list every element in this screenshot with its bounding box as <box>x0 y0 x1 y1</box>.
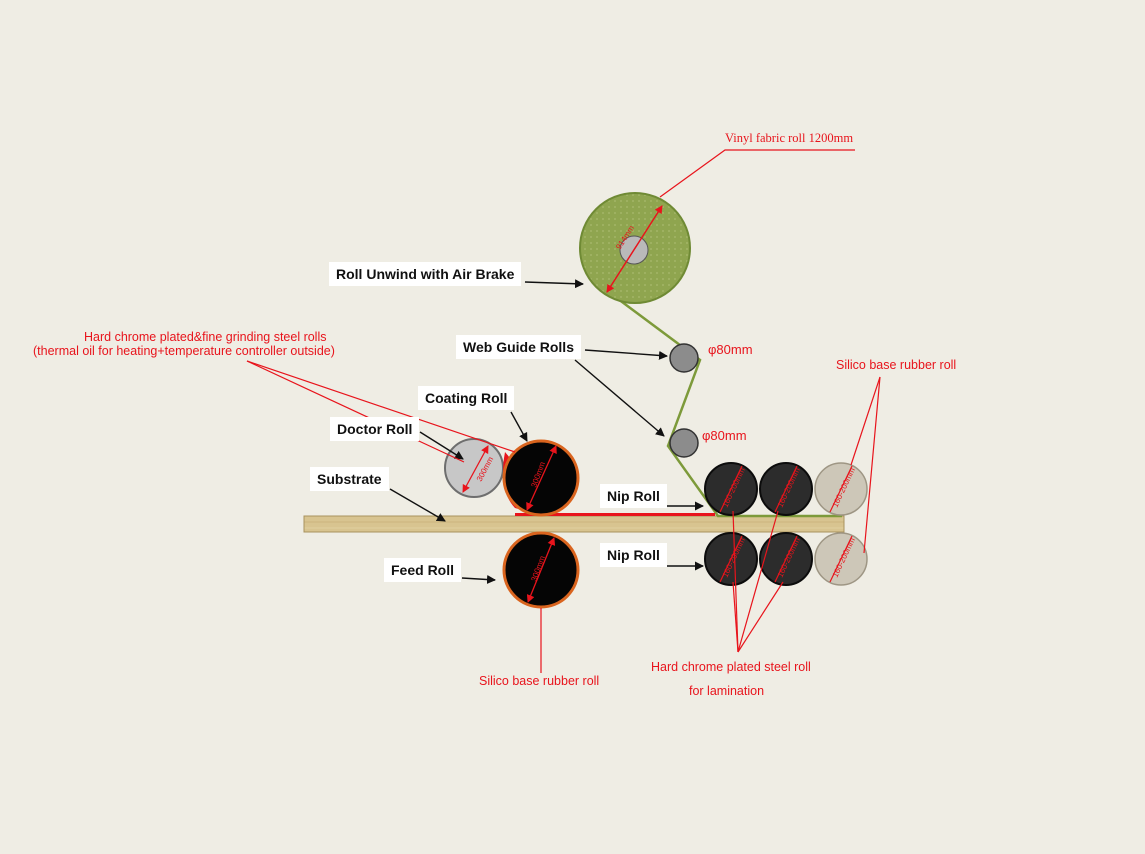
unwind-dimension-line <box>606 205 663 293</box>
callout-roll-unwind: Roll Unwind with Air Brake <box>329 262 522 286</box>
arrow-web-guide-upper <box>584 349 668 360</box>
coating-roll: 300mm <box>502 439 580 517</box>
arrow-feed-roll <box>461 575 496 585</box>
leader-silico-top-2 <box>863 376 881 554</box>
steel-roll-top-2: 160-200mm <box>759 462 813 516</box>
leader-steel-1 <box>732 510 739 653</box>
callout-coating-roll: Coating Roll <box>418 386 515 410</box>
steel-roll-top-1: 160-200mm <box>704 462 758 516</box>
note-hard-chrome-line1: Hard chrome plated&fine grinding steel r… <box>84 330 327 344</box>
arrow-roll-unwind <box>524 279 584 289</box>
note-vinyl-fabric-roll: Vinyl fabric roll 1200mm <box>725 131 854 145</box>
callout-feed-roll: Feed Roll <box>384 558 462 582</box>
steel-roll-bottom-1: 160-200mm <box>704 532 758 586</box>
guide-roll-lower-diameter: φ80mm <box>702 428 747 443</box>
note-steel-roll-line2: for lamination <box>689 684 765 698</box>
rubber-roll-bottom: 160-200mm <box>814 532 868 586</box>
callout-doctor-roll: Doctor Roll <box>330 417 420 441</box>
guide-roll-upper-diameter: φ80mm <box>708 342 753 357</box>
leader-steel-4 <box>737 581 784 653</box>
arrow-substrate <box>389 488 446 522</box>
feed-roll: 300mm <box>502 531 580 609</box>
doctor-roll: 300mm <box>444 438 504 498</box>
callout-substrate: Substrate <box>310 467 389 491</box>
leader-steel-2 <box>737 510 779 653</box>
callout-web-guide-rolls: Web Guide Rolls <box>456 335 581 359</box>
substrate-board <box>303 515 845 533</box>
note-steel-roll-line1: Hard chrome plated steel roll <box>651 660 811 674</box>
leader-vinyl-roll <box>659 149 855 198</box>
note-silico-rubber-top: Silico base rubber roll <box>836 358 957 372</box>
rubber-roll-top: 160-200mm <box>814 462 868 516</box>
leader-hard-chrome-doctor <box>246 360 465 463</box>
leader-steel-3 <box>732 581 739 653</box>
web-guide-roll-upper <box>669 343 699 373</box>
arrow-doctor-roll <box>419 431 464 460</box>
note-hard-chrome-line2: (thermal oil for heating+temperature con… <box>33 344 335 358</box>
leader-silico-top-1 <box>850 376 881 466</box>
callout-nip-roll-top: Nip Roll <box>600 484 667 508</box>
steel-roll-bottom-2: 160-200mm <box>759 532 813 586</box>
callout-nip-roll-bottom: Nip Roll <box>600 543 667 567</box>
note-silico-rubber-bottom: Silico base rubber roll <box>479 674 600 688</box>
web-guide-roll-lower <box>669 428 699 458</box>
unwind-roll: 914mm <box>579 192 691 304</box>
arrow-coating-roll <box>510 411 528 442</box>
red-leader-lines <box>246 149 881 673</box>
web-path-line <box>609 291 842 518</box>
coating-film <box>515 513 715 516</box>
arrow-web-guide-lower <box>574 359 665 437</box>
leader-hard-chrome-coating <box>246 360 516 453</box>
